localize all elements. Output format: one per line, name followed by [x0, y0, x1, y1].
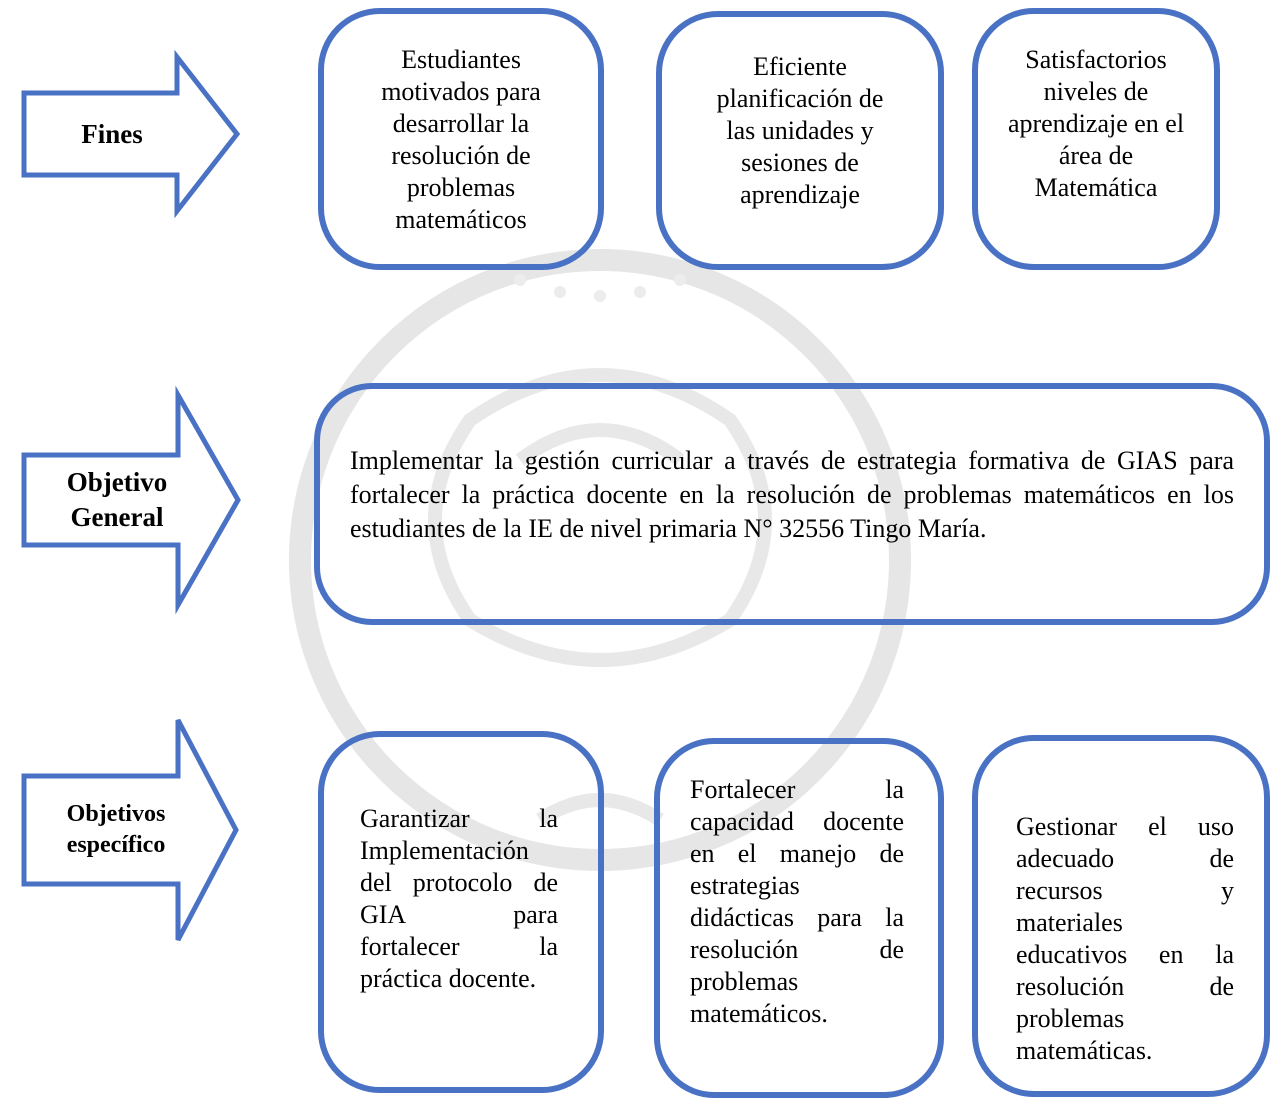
fin-box-2: Eficiente planificación de las unidades … — [656, 11, 944, 270]
fines-arrow: Fines — [21, 49, 242, 219]
right-arrow-shape — [21, 385, 241, 615]
fines-label: Fines — [81, 119, 143, 150]
objetivo-general-label: Objetivo General — [66, 466, 168, 532]
right-arrow-shape — [21, 718, 239, 942]
objetivo-especifico-box-1: Garantizar la Implementación del protoco… — [318, 731, 604, 1093]
fin-box-1: Estudiantes motivados para desarrollar l… — [318, 8, 604, 270]
right-arrow-shape — [21, 49, 241, 219]
objetivo-especifico-box-2: Fortalecer la capacidad docente en el ma… — [654, 738, 944, 1098]
objetivo-especifico-box-3: Gestionar el uso adecuado de recursos y … — [972, 735, 1270, 1097]
fin-box-3: Satisfactorios niveles de aprendizaje en… — [972, 8, 1220, 270]
objetivos-especificos-arrow: Objetivos específico — [21, 718, 242, 943]
objetivos-especificos-label: Objetivos específico — [66, 800, 166, 858]
objetivo-general-box: Implementar la gestión curricular a trav… — [314, 383, 1270, 625]
objetivo-general-arrow: Objetivo General — [21, 385, 242, 615]
